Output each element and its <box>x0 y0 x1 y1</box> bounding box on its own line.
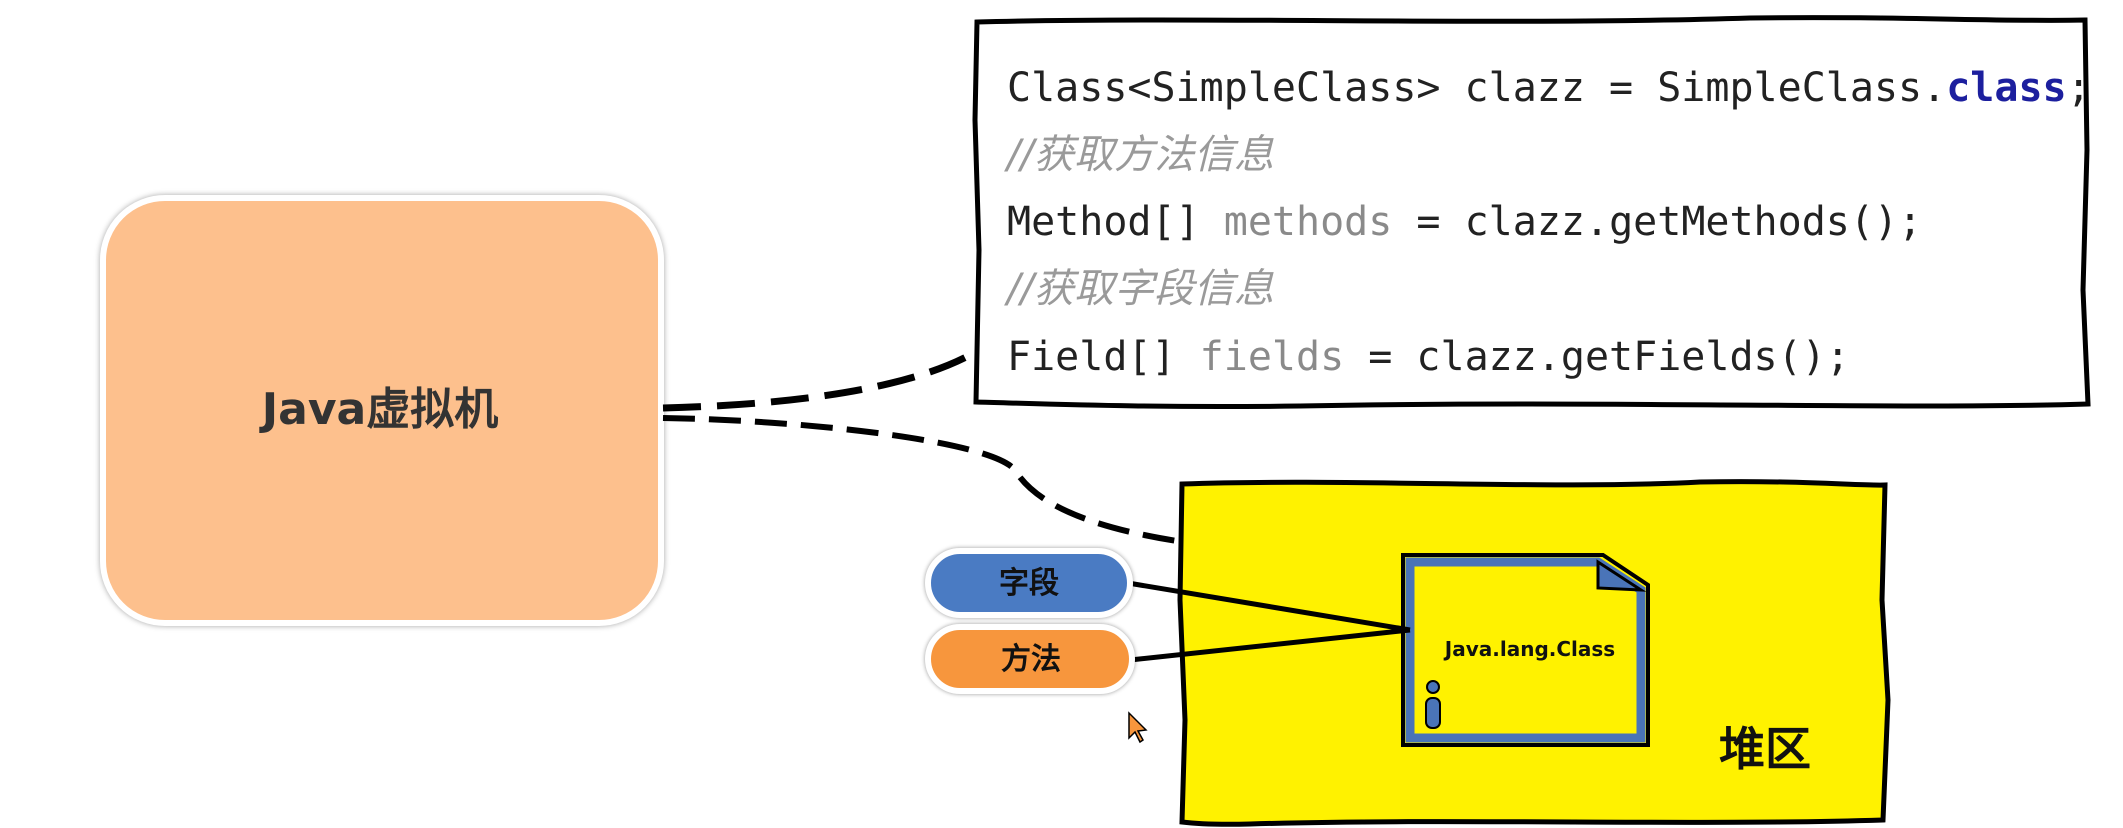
class-object: Java.lang.Class <box>1401 553 1650 747</box>
methods-label: 方法 <box>1001 642 1061 677</box>
fields-label: 字段 <box>999 566 1059 601</box>
info-icon <box>1425 680 1441 729</box>
code-comment-methods: //获取方法信息 <box>1004 132 1274 178</box>
code-box: Class<SimpleClass> clazz = SimpleClass.c… <box>972 15 2091 410</box>
code-line-methods: Method[] methods = clazz.getMethods(); <box>1007 199 1922 245</box>
class-object-border <box>1405 557 1646 743</box>
fields-connector <box>1127 580 1411 633</box>
jvm-box <box>100 195 664 626</box>
fields-pill: 字段 <box>925 548 1133 618</box>
code-line-fields: Field[] fields = clazz.getFields(); <box>1007 334 1850 380</box>
methods-connector <box>1129 627 1411 663</box>
methods-pill: 方法 <box>925 624 1135 694</box>
mouse-cursor-icon <box>1128 711 1148 744</box>
code-line-class: Class<SimpleClass> clazz = SimpleClass.c… <box>1007 65 2091 111</box>
class-object-label: Java.lang.Class <box>1443 637 1615 661</box>
jvm-node: Java虚拟机 <box>100 195 664 626</box>
code-box-border <box>972 15 2091 410</box>
class-object-fold <box>1596 559 1647 592</box>
jvm-to-code-connector <box>662 351 972 412</box>
code-comment-fields: //获取字段信息 <box>1004 266 1274 312</box>
heap-label: 堆区 <box>1719 722 1811 776</box>
class-object-outer <box>1401 553 1650 747</box>
jvm-label: Java虚拟机 <box>259 384 498 435</box>
